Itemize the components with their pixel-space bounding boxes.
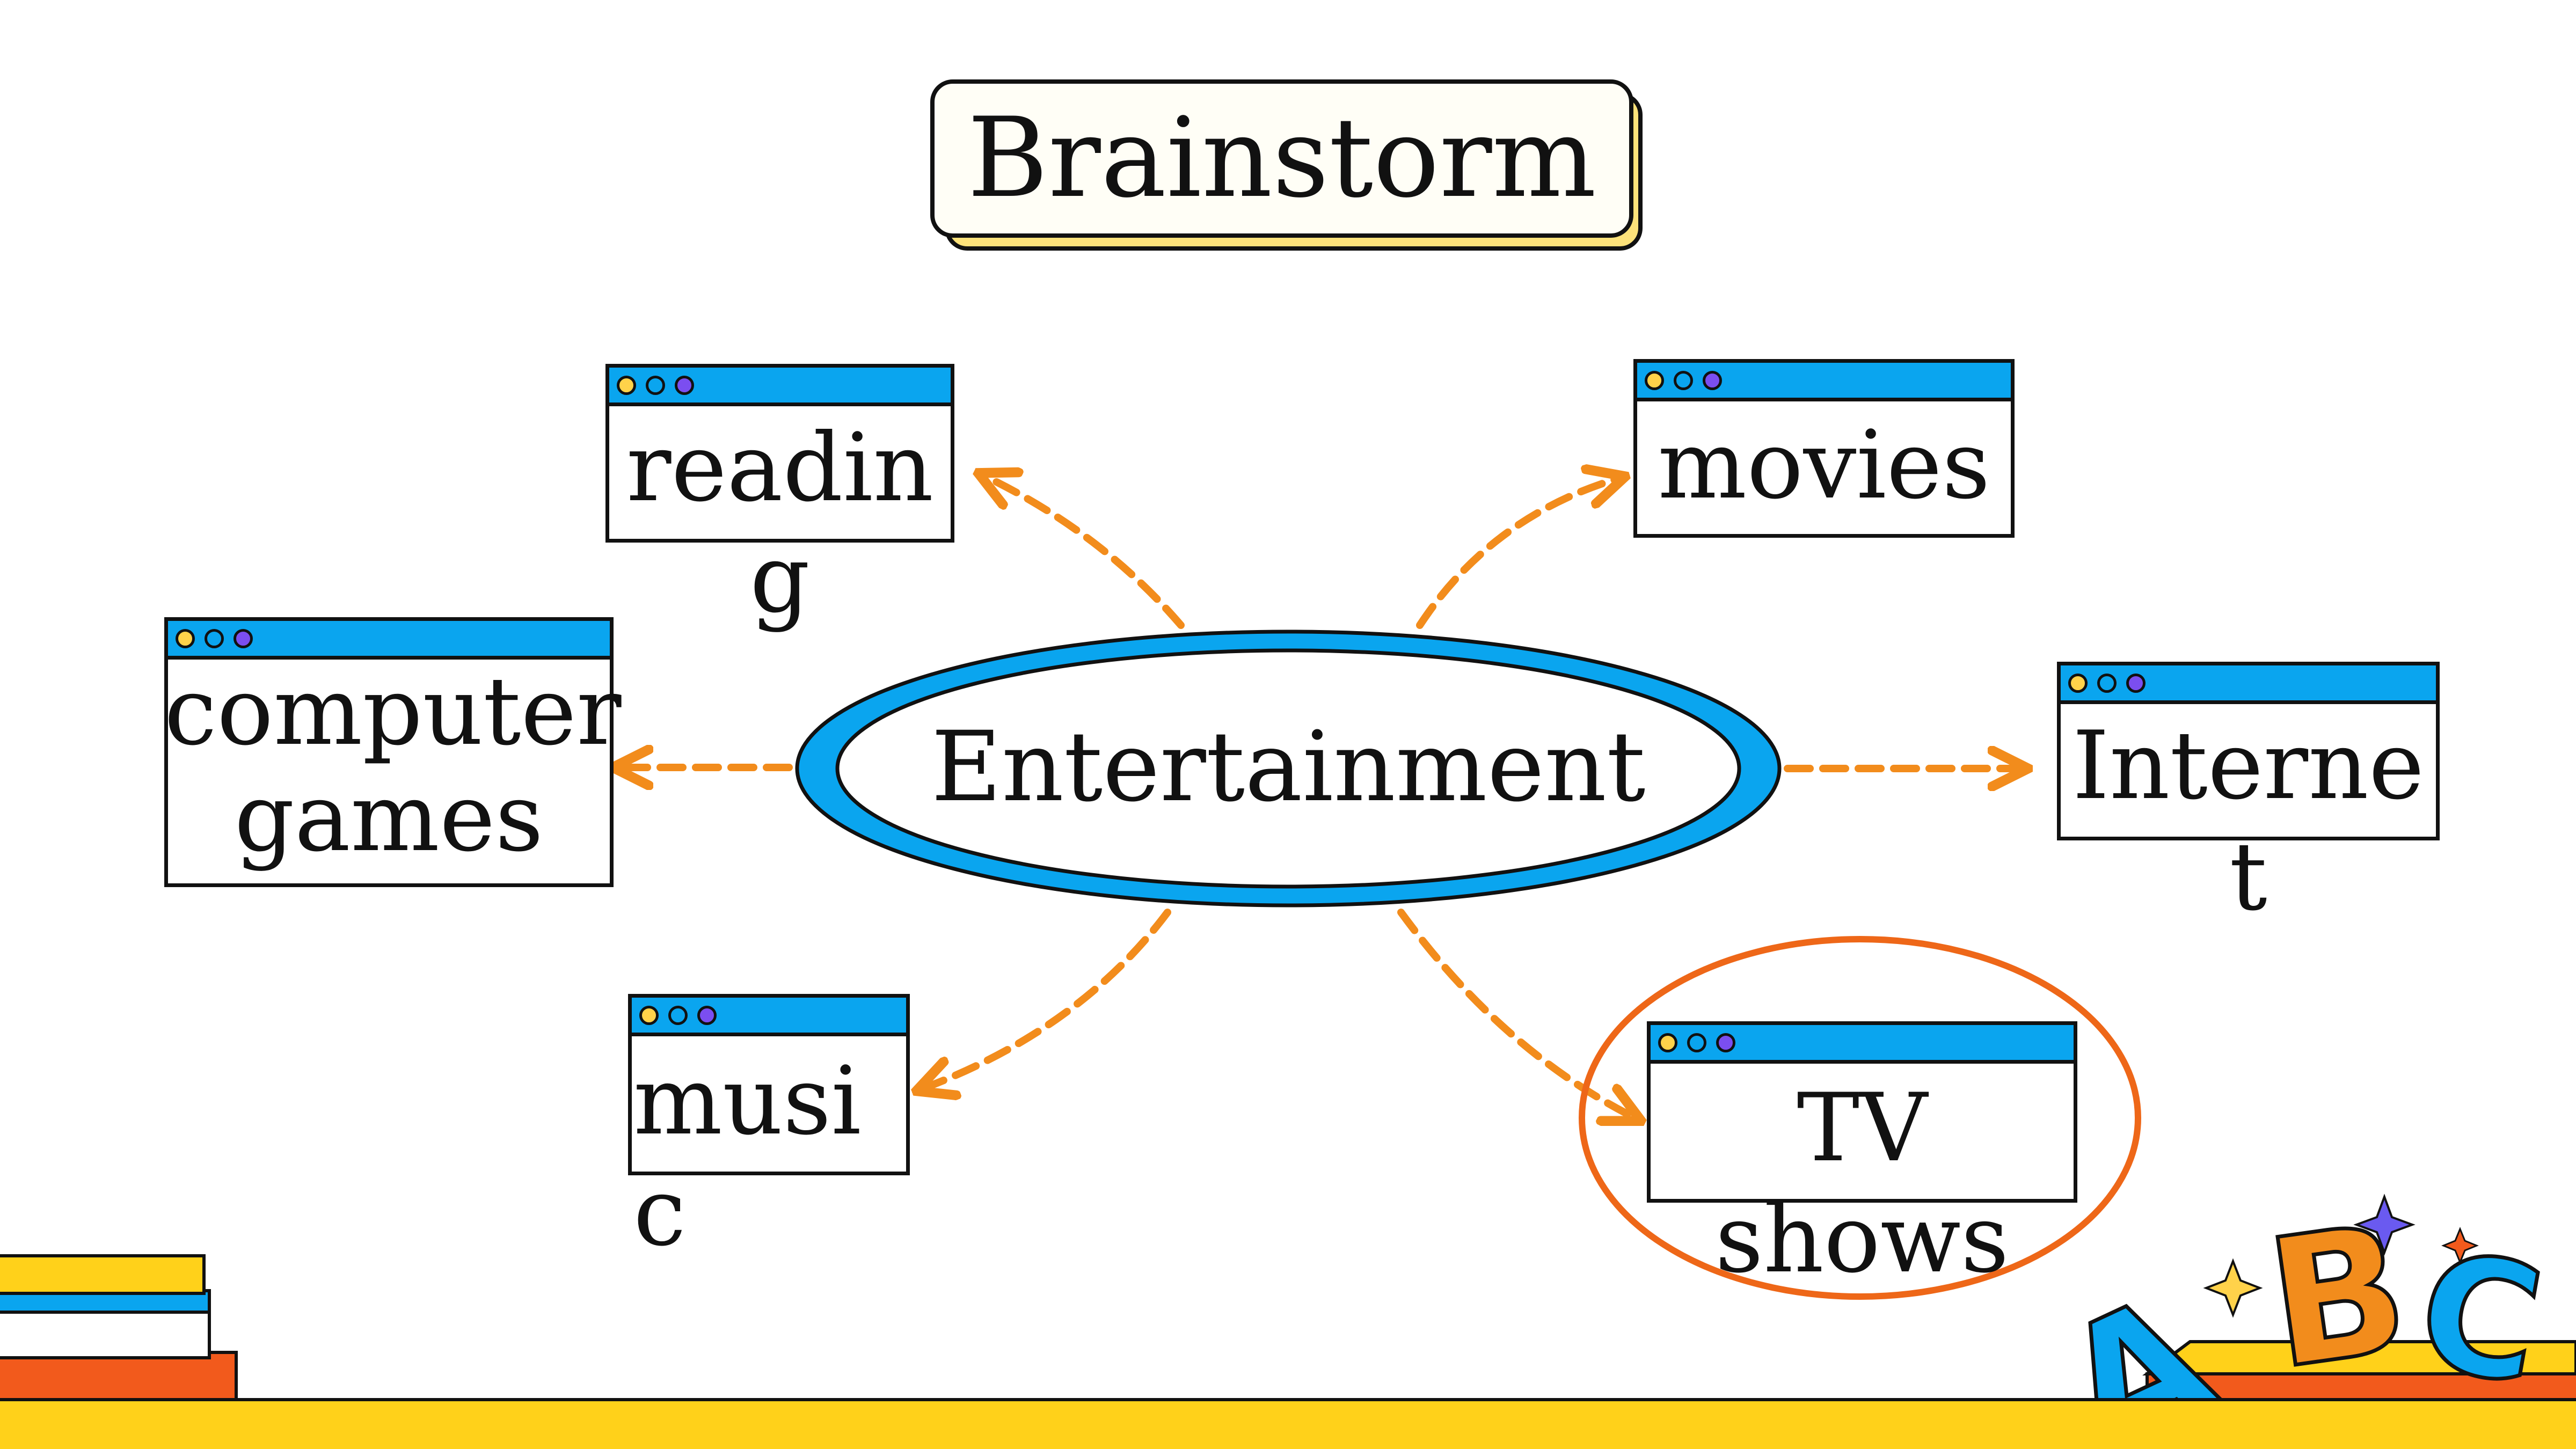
- node-movies-window: [1633, 359, 2015, 538]
- window-dot-icon: [617, 375, 636, 395]
- window-dot-icon: [639, 1005, 659, 1025]
- window-titlebar: [168, 621, 610, 660]
- node-reading-label: readin g: [626, 414, 934, 634]
- window-dot-icon: [2126, 673, 2146, 693]
- window-titlebar: [1651, 1025, 2074, 1064]
- node-music-window: [628, 994, 910, 1175]
- window-titlebar: [609, 368, 951, 406]
- arrow-to-movies: [1416, 478, 1621, 629]
- page-title: Brainstorm: [930, 79, 1633, 238]
- bottom-strip: [0, 1398, 2576, 1449]
- window-titlebar: [2061, 665, 2436, 704]
- arrow-to-reading: [982, 475, 1185, 629]
- window-dot-icon: [697, 1005, 717, 1025]
- window-titlebar: [632, 998, 906, 1036]
- node-internet-label: Interne t: [2072, 712, 2425, 932]
- window-dot-icon: [675, 375, 694, 395]
- window-dot-icon: [1687, 1033, 1706, 1052]
- window-dot-icon: [2068, 673, 2088, 693]
- window-dot-icon: [2097, 673, 2117, 693]
- highlight-circle: [1579, 936, 2141, 1300]
- window-dot-icon: [176, 628, 195, 648]
- arrow-to-tv-shows: [1397, 909, 1637, 1119]
- window-dot-icon: [205, 628, 224, 648]
- window-titlebar: [1637, 363, 2011, 401]
- window-dot-icon: [1645, 370, 1664, 390]
- window-dot-icon: [1703, 370, 1722, 390]
- window-dot-icon: [1674, 370, 1693, 390]
- center-ellipse: [835, 648, 1741, 889]
- window-dot-icon: [233, 628, 253, 648]
- node-computer-games-window: [164, 617, 614, 887]
- window-dot-icon: [646, 375, 665, 395]
- node-reading-window: [605, 364, 954, 543]
- node-music-label: musi c: [633, 1047, 862, 1267]
- node-movies-label: movies: [1658, 411, 1990, 520]
- arrow-to-music: [921, 909, 1171, 1089]
- node-tv-shows-label: TV shows: [1715, 1074, 2009, 1294]
- letter-b: B: [2257, 1185, 2419, 1408]
- center-label: Entertainment: [931, 711, 1646, 823]
- node-internet-window: [2057, 662, 2440, 840]
- window-dot-icon: [668, 1005, 688, 1025]
- node-tv-shows-window: [1647, 1021, 2077, 1203]
- node-computer-games-label: computer games: [164, 657, 622, 873]
- window-dot-icon: [1716, 1033, 1735, 1052]
- window-dot-icon: [1658, 1033, 1677, 1052]
